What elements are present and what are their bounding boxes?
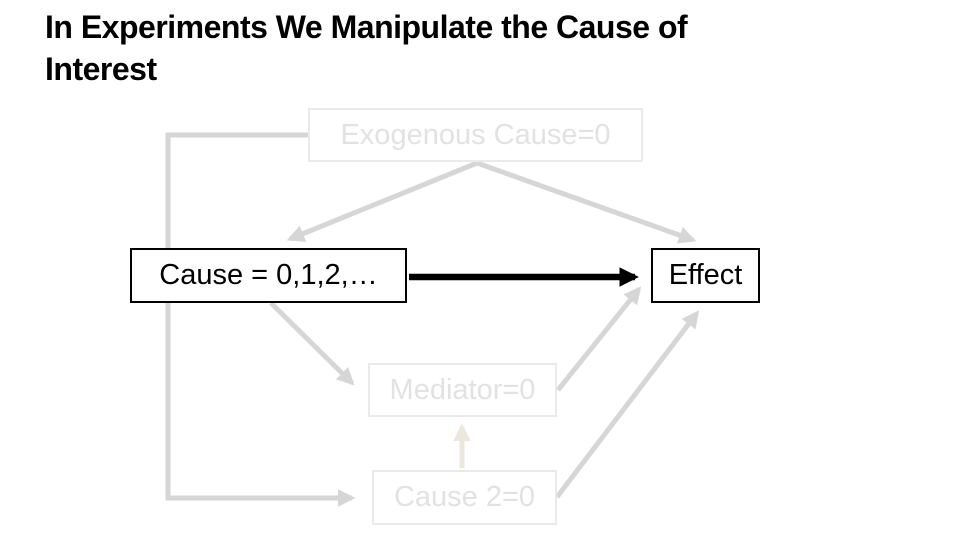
node-mediator: Mediator=0 [368,363,557,417]
node-exogenous-cause-label: Exogenous Cause=0 [340,118,611,151]
node-cause-label: Cause = 0,1,2,… [159,259,378,291]
node-cause-2: Cause 2=0 [372,470,557,525]
edge-cause2-to-effect [555,310,700,499]
node-cause-2-label: Cause 2=0 [393,481,536,513]
edge-exogenous-to-cause2 [165,132,356,507]
title-line-1: In Experiments We Manipulate the Cause o… [45,9,688,45]
node-mediator-label: Mediator=0 [389,373,536,406]
node-effect: Effect [651,248,760,303]
edge-mediator-to-effect [556,286,642,392]
node-cause: Cause = 0,1,2,… [130,248,407,303]
slide-title: In Experiments We Manipulate the Cause o… [45,6,905,90]
edge-exogenous-to-cause [286,160,478,242]
edge-exogenous-to-effect [476,160,697,244]
title-line-2: Interest [45,51,157,87]
edge-cause-to-mediator [269,301,355,386]
node-exogenous-cause: Exogenous Cause=0 [308,108,643,162]
node-effect-label: Effect [668,259,743,291]
